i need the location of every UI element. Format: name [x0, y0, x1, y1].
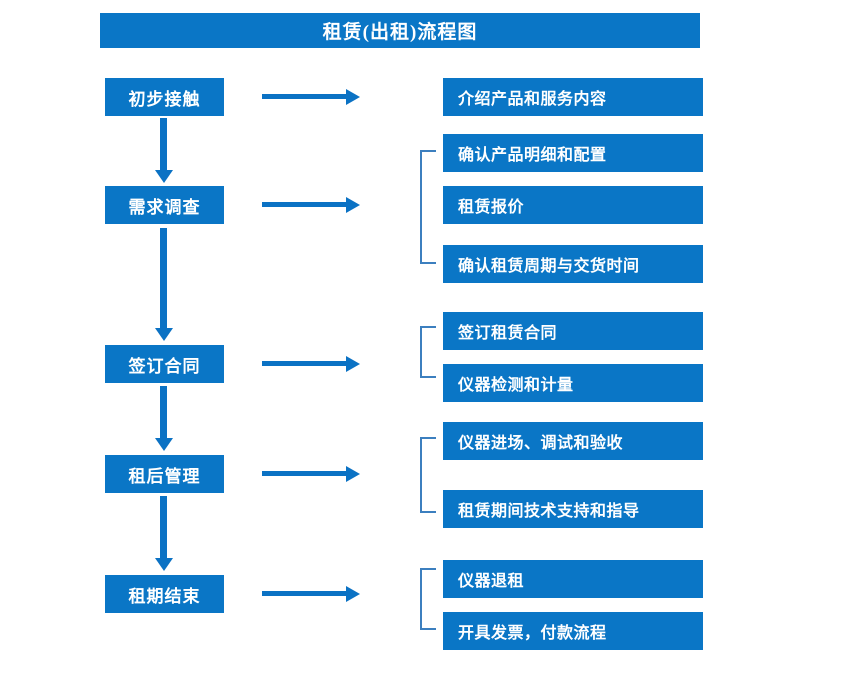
- detail-box-3[interactable]: 租赁报价: [443, 186, 703, 224]
- stage-box-4[interactable]: 租后管理: [105, 455, 224, 493]
- detail-box-7[interactable]: 仪器进场、调试和验收: [443, 422, 703, 460]
- detail-box-8[interactable]: 租赁期间技术支持和指导: [443, 490, 703, 528]
- detail-box-1[interactable]: 介绍产品和服务内容: [443, 78, 703, 116]
- arrow-right-stage5: [262, 585, 362, 603]
- stage-box-5[interactable]: 租期结束: [105, 575, 224, 613]
- detail-box-6[interactable]: 仪器检测和计量: [443, 364, 703, 402]
- detail-box-4[interactable]: 确认租赁周期与交货时间: [443, 245, 703, 283]
- arrow-right-stage4: [262, 465, 362, 483]
- arrow-down-stage4-stage5: [154, 496, 174, 572]
- bracket-group-post-rental: [420, 437, 436, 513]
- bracket-group-requirements: [420, 150, 436, 264]
- page-title: 租赁(出租)流程图: [100, 13, 700, 48]
- stage-box-3[interactable]: 签订合同: [105, 345, 224, 383]
- arrow-down-stage3-stage4: [154, 386, 174, 452]
- arrow-right-stage2: [262, 196, 362, 214]
- detail-box-5[interactable]: 签订租赁合同: [443, 312, 703, 350]
- arrow-down-stage2-stage3: [154, 228, 174, 342]
- stage-box-2[interactable]: 需求调查: [105, 186, 224, 224]
- bracket-group-contract: [420, 326, 436, 378]
- arrow-right-stage3: [262, 355, 362, 373]
- detail-box-2[interactable]: 确认产品明细和配置: [443, 134, 703, 172]
- arrow-down-stage1-stage2: [154, 118, 174, 184]
- bracket-group-rental-end: [420, 568, 436, 630]
- detail-box-10[interactable]: 开具发票，付款流程: [443, 612, 703, 650]
- arrow-right-stage1: [262, 88, 362, 106]
- stage-box-1[interactable]: 初步接触: [105, 78, 224, 116]
- detail-box-9[interactable]: 仪器退租: [443, 560, 703, 598]
